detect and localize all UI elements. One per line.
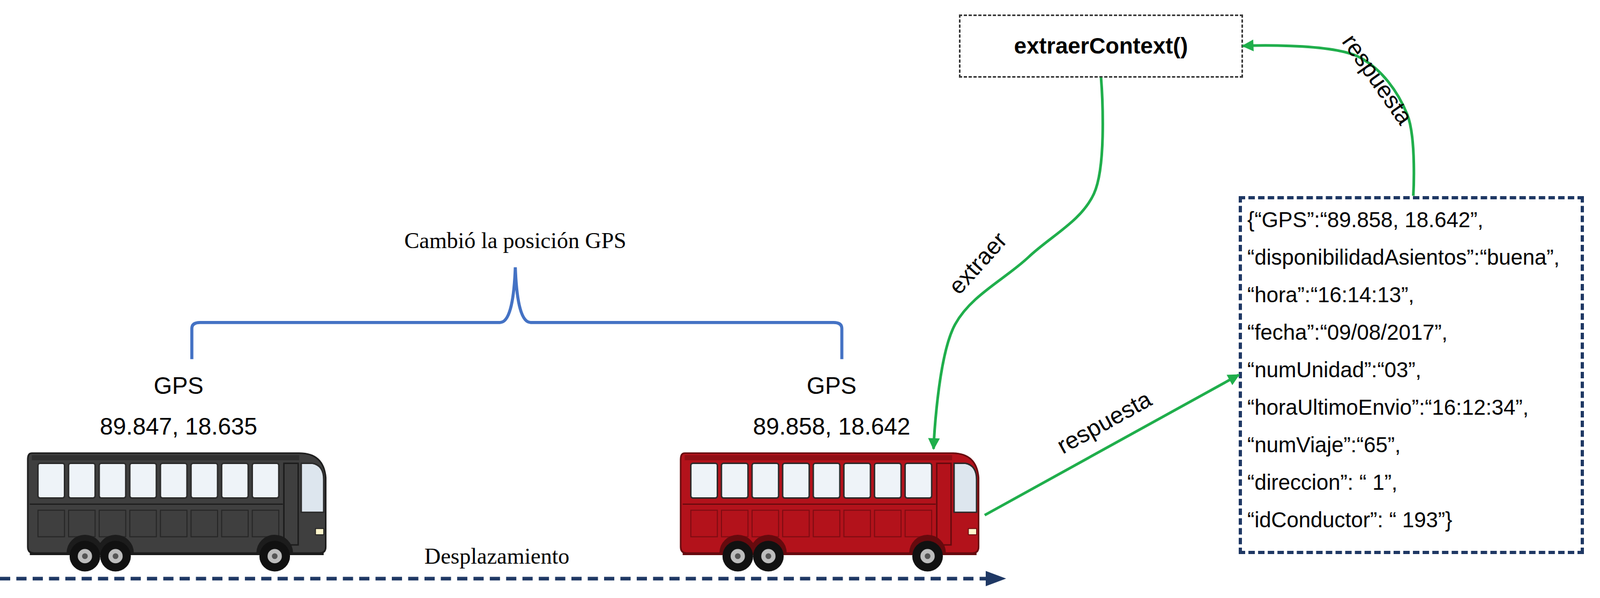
bus-headlight	[968, 528, 977, 535]
flow-connector	[1243, 45, 1415, 197]
bus-node: GPS89.858, 18.642	[678, 449, 985, 577]
bus-panel	[782, 510, 809, 537]
flow-connector	[984, 375, 1239, 516]
bus-windshield	[301, 463, 324, 512]
displacement-arrowhead	[985, 571, 1007, 587]
bus-panel	[721, 510, 748, 537]
connector-label: respuesta	[1336, 29, 1419, 130]
bus-hub	[108, 548, 123, 564]
bus-panel	[843, 510, 870, 537]
bus-window	[721, 463, 748, 498]
bus-body	[680, 452, 979, 554]
bus-panel	[190, 510, 218, 537]
gps-heading: GPS	[0, 365, 364, 407]
bus-hub-cap	[765, 553, 772, 560]
function-box: extraerContext()	[958, 14, 1243, 78]
bus-wheel	[722, 540, 754, 572]
gps-caption: GPS89.847, 18.635	[0, 365, 364, 448]
bus-hub	[761, 548, 776, 564]
json-line: “fecha”:“09/08/2017”,	[1247, 313, 1576, 352]
bus-panel	[221, 510, 248, 537]
bus-windshield	[954, 463, 977, 512]
bracket-caption: Cambió la posición GPS	[404, 227, 627, 254]
bus-window	[813, 463, 840, 498]
bus-illustration	[678, 449, 985, 577]
json-message-box: {“GPS”:“89.858, 18.642”,“disponibilidadA…	[1238, 196, 1584, 555]
position-change-bracket	[191, 267, 843, 360]
bus-panel	[37, 510, 64, 537]
bus-window	[782, 463, 809, 498]
bus-panel	[813, 510, 840, 537]
bus-hub	[730, 548, 746, 564]
bus-window	[37, 463, 64, 498]
bus-panel	[752, 510, 779, 537]
bus-window	[68, 463, 95, 498]
bus-node: GPS89.847, 18.635	[25, 449, 332, 577]
bus-hub-cap	[82, 553, 88, 560]
bus-door	[936, 463, 952, 545]
json-line: “numViaje”:“65”,	[1247, 426, 1576, 464]
bus-panel	[99, 510, 126, 537]
bus-window	[99, 463, 126, 498]
bus-illustration	[25, 449, 332, 577]
bus-hub-cap	[734, 553, 741, 560]
bus-panel	[251, 510, 279, 537]
bus-hub-cap	[271, 553, 278, 560]
bus-wheel	[753, 540, 784, 572]
bus-window	[752, 463, 779, 498]
connector-label: extraer	[942, 227, 1012, 300]
bus-headlight	[315, 528, 324, 535]
bus-hub-cap	[112, 553, 119, 560]
bus-panel	[905, 510, 932, 537]
gps-caption: GPS89.858, 18.642	[646, 365, 1017, 448]
bus-panel	[690, 510, 718, 537]
bus-belt-line	[29, 503, 283, 505]
json-line: “numUnidad”:“03”,	[1247, 351, 1576, 389]
axis-caption: Desplazamiento	[424, 543, 570, 570]
json-line: {“GPS”:“89.858, 18.642”,	[1247, 201, 1576, 239]
bus-wheel	[259, 540, 290, 572]
bus-hub-cap	[924, 553, 931, 560]
bus-window	[905, 463, 932, 498]
bus-window	[190, 463, 218, 498]
gps-coordinates: 89.847, 18.635	[0, 406, 364, 448]
function-name: extraerContext()	[1014, 33, 1188, 59]
connector-label: respuesta	[1052, 385, 1156, 459]
bus-roof-stripe	[684, 455, 952, 461]
displacement-line	[0, 576, 988, 581]
flow-connector	[933, 77, 1104, 450]
bus-window	[690, 463, 718, 498]
bus-window	[160, 463, 187, 498]
bus-window	[221, 463, 248, 498]
bus-hub	[920, 548, 935, 564]
json-line: “hora”:“16:14:13”,	[1247, 276, 1576, 314]
gps-coordinates: 89.858, 18.642	[646, 406, 1017, 448]
bus-wheel	[912, 540, 943, 572]
bus-panel	[129, 510, 156, 537]
bus-panel	[160, 510, 187, 537]
gps-heading: GPS	[646, 365, 1017, 407]
bus-window	[129, 463, 156, 498]
bus-wheel	[100, 540, 131, 572]
json-line: “direccion”: “ 1”,	[1247, 463, 1576, 502]
bus-panel	[68, 510, 95, 537]
bus-wheel	[69, 540, 100, 572]
bus-panel	[874, 510, 901, 537]
bus-body	[27, 452, 326, 554]
bus-window	[251, 463, 279, 498]
bus-roof-stripe	[31, 455, 300, 461]
bus-hub	[267, 548, 282, 564]
bus-window	[874, 463, 901, 498]
bus-hub	[77, 548, 93, 564]
bus-belt-line	[682, 503, 936, 505]
json-line: “horaUltimoEnvio”:“16:12:34”,	[1247, 388, 1576, 427]
json-line: “disponibilidadAsientos”:“buena”,	[1247, 238, 1576, 277]
bus-door	[283, 463, 299, 545]
bus-window	[843, 463, 870, 498]
json-line: “idConductor”: “ 193”}	[1247, 501, 1576, 539]
